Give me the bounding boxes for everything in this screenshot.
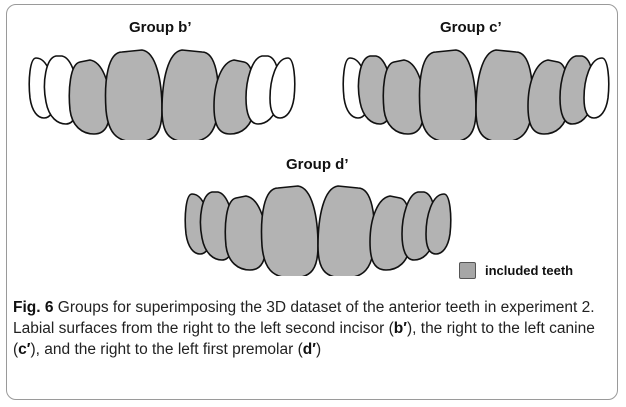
- tooth-central-incisor-left: [476, 50, 532, 140]
- legend-swatch: [459, 262, 476, 279]
- group-b-teeth: [22, 40, 302, 140]
- tooth-central-incisor-right: [262, 186, 318, 276]
- group-c-teeth: [336, 40, 616, 140]
- tooth-central-incisor-left: [318, 186, 374, 276]
- tooth-central-incisor-right: [420, 50, 476, 140]
- legend-label: included teeth: [485, 263, 573, 278]
- group-d-teeth: [178, 176, 458, 276]
- group-b-label: Group b’: [129, 19, 192, 36]
- caption-mark-b: b′: [394, 320, 407, 337]
- legend: included teeth: [459, 262, 573, 279]
- caption-text-4: ): [316, 341, 321, 358]
- figure-caption: Fig. 6 Groups for superimposing the 3D d…: [13, 297, 613, 360]
- tooth-lateral-incisor-right: [225, 196, 266, 270]
- tooth-central-incisor-right: [106, 50, 162, 140]
- tooth-lateral-incisor-right: [69, 60, 110, 134]
- group-c-label: Group c’: [440, 19, 502, 36]
- tooth-central-incisor-left: [162, 50, 218, 140]
- caption-fig-label: Fig. 6: [13, 299, 53, 316]
- caption-mark-d: d′: [303, 341, 316, 358]
- caption-mark-c: c′: [18, 341, 30, 358]
- group-d-label: Group d’: [286, 156, 349, 173]
- tooth-lateral-incisor-right: [383, 60, 424, 134]
- caption-text-3: ), and the right to the left first premo…: [31, 341, 303, 358]
